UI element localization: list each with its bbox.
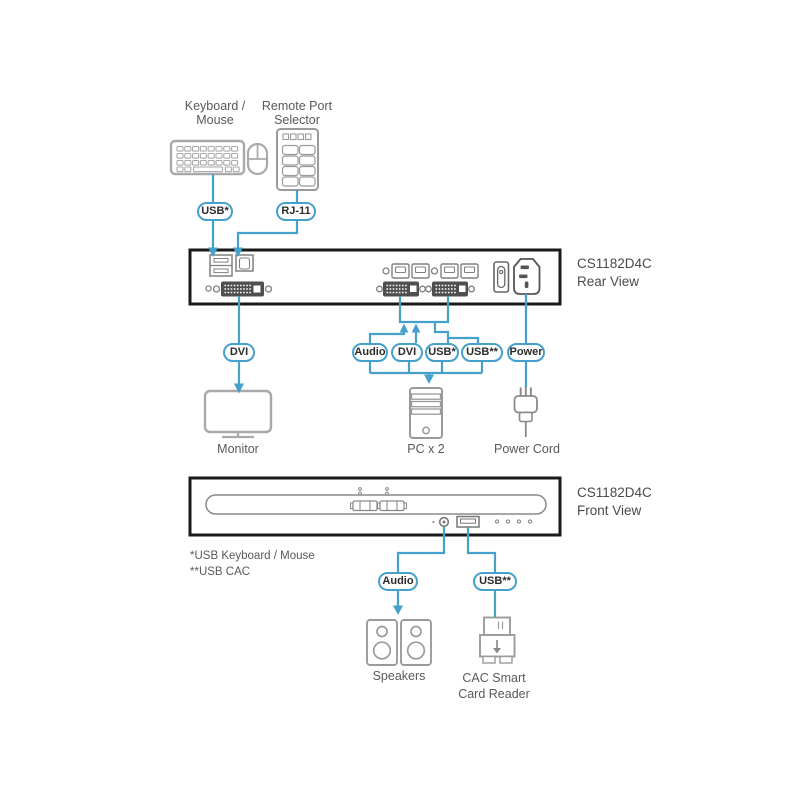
speakers-icon xyxy=(366,619,432,666)
cables xyxy=(211,174,528,617)
rear-audio-jack-1 xyxy=(382,267,390,275)
speakers-label: Speakers xyxy=(372,669,426,683)
power-cord-icon xyxy=(513,385,538,437)
rear-pc-dvi-port-2 xyxy=(425,281,475,297)
arrow-dvi-up xyxy=(411,323,421,333)
rear-console-dvi-port xyxy=(212,281,273,297)
rear-usb-b-ports-1 xyxy=(391,263,430,279)
pc-tower-icon xyxy=(409,387,443,439)
front-audio-jack xyxy=(438,516,450,528)
rear-audio-jack-2 xyxy=(430,267,439,275)
arrow-into-monitor xyxy=(234,383,244,394)
arrow-into-pc xyxy=(424,374,434,384)
status-leds xyxy=(494,519,533,524)
connector-pill-usb-keyboard: USB* xyxy=(197,202,233,221)
rear-pc-dvi-port-1 xyxy=(376,281,426,297)
usb2-uplink-cable xyxy=(448,336,480,343)
rear-power-switch xyxy=(493,261,510,293)
connector-pill-power: Power xyxy=(507,343,545,362)
connector-pill-audio-front: Audio xyxy=(378,572,418,591)
mouse-icon xyxy=(246,142,269,176)
port-leds xyxy=(358,487,389,496)
remote-port-selector-label: Remote Port Selector xyxy=(261,99,333,127)
front-usb-port xyxy=(456,515,480,528)
power-cord-label: Power Cord xyxy=(494,442,560,456)
arrow-audio-up xyxy=(399,323,409,333)
connector-pill-audio-rear: Audio xyxy=(352,343,388,362)
keyboard-mouse-label: Keyboard / Mouse xyxy=(184,99,246,127)
connector-pill-dvi-rear: DVI xyxy=(391,343,423,362)
connector-pill-usb-star-rear: USB* xyxy=(425,343,459,362)
rear-view-title: CS1182D4C Rear View xyxy=(577,256,652,289)
remote-port-selector-icon xyxy=(276,128,319,191)
connector-pill-usb-2star-rear: USB** xyxy=(461,343,503,362)
port-select-buttons xyxy=(350,500,407,512)
front-mini-dot xyxy=(432,520,435,524)
front-view-title: CS1182D4C Front View xyxy=(577,485,652,518)
connector-pill-rj11: RJ-11 xyxy=(276,202,316,221)
arrow-into-usb-port xyxy=(208,247,218,257)
rear-rj11-port xyxy=(235,254,254,272)
monitor-label: Monitor xyxy=(217,442,259,456)
rear-panel xyxy=(188,248,562,306)
rear-power-inlet xyxy=(513,258,541,295)
keyboard-icon xyxy=(169,139,246,176)
rear-left-jack xyxy=(205,285,212,292)
connector-pill-dvi-monitor: DVI xyxy=(223,343,255,362)
cac-reader-icon xyxy=(479,616,516,664)
rear-usb-keyboard-ports xyxy=(209,254,233,277)
arrow-into-speakers xyxy=(393,605,403,615)
arrow-into-rj11-port xyxy=(233,247,243,257)
cable-arrowheads xyxy=(208,247,434,615)
pc-label: PC x 2 xyxy=(407,442,445,456)
usb1-uplink-cable xyxy=(433,322,450,343)
front-usb-cable xyxy=(466,527,497,617)
pc-collector-cable xyxy=(368,362,484,375)
front-panel xyxy=(188,476,562,537)
footnotes: *USB Keyboard / Mouse **USB CAC xyxy=(190,549,410,580)
footnote-usb: *USB Keyboard / Mouse xyxy=(190,550,315,562)
footnote-cac: **USB CAC xyxy=(190,565,251,578)
kvm-bundle-cable xyxy=(398,296,450,324)
monitor-icon xyxy=(203,389,273,439)
audio-uplink-cable xyxy=(368,332,406,343)
cac-reader-label: CAC Smart Card Reader xyxy=(458,671,530,701)
connector-pill-usb-2star-front: USB** xyxy=(473,572,517,591)
front-audio-cable xyxy=(396,527,446,606)
rear-usb-b-ports-2 xyxy=(440,263,479,279)
